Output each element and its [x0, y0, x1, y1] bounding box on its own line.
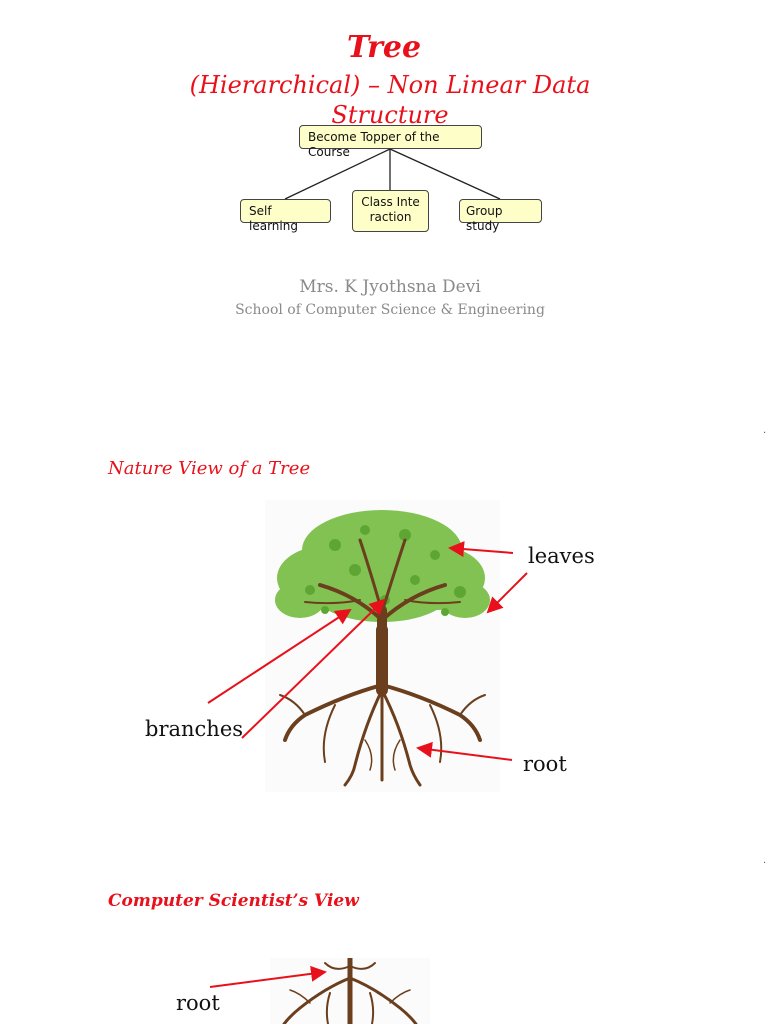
arrow-branches-left: [207, 608, 352, 704]
author-name: Mrs. K Jyothsna Devi: [299, 277, 481, 297]
inverted-tree-illustration: [270, 955, 430, 1027]
annotation-arrow-cs: [209, 965, 327, 988]
slide-subtitle: (Hierarchical) – Non Linear Data Structu…: [189, 71, 591, 129]
roots-icon: [282, 955, 418, 1027]
hierarchy-connectors: [284, 148, 501, 200]
slide-title: Tree: [346, 30, 422, 65]
tree-icon: [275, 510, 490, 787]
root-label-cs-view: root: [176, 991, 220, 1015]
hierarchy-node-group-study: Group study: [459, 199, 542, 233]
connector-self-learning: [284, 148, 391, 200]
school-name: School of Computer Science & Engineering: [235, 302, 545, 318]
tree-illustration: [265, 500, 500, 792]
hierarchy-node-self-learning: Self learning: [240, 199, 331, 233]
annotation-arrows: [207, 541, 528, 761]
arrow-leaves-upper: [448, 541, 514, 558]
arrow-root-cs: [209, 965, 327, 988]
slide-edge-mark-2: ·: [763, 858, 767, 869]
arrow-leaves-lower: [486, 572, 528, 614]
hierarchy-root-node: Become Topper of the Course: [299, 125, 482, 159]
arrow-root: [416, 741, 513, 761]
arrow-branches-right: [241, 598, 386, 739]
leaves-label: leaves: [528, 544, 595, 568]
computer-scientist-view-heading: Computer Scientist’s View: [108, 891, 359, 911]
hierarchy-node-class-interaction: Class Interaction: [352, 190, 429, 232]
branches-label: branches: [145, 717, 244, 741]
root-label: root: [523, 752, 567, 776]
nature-view-heading: Nature View of a Tree: [108, 458, 311, 479]
slide-edge-mark: ·: [763, 428, 767, 439]
connector-group-study: [389, 148, 501, 200]
